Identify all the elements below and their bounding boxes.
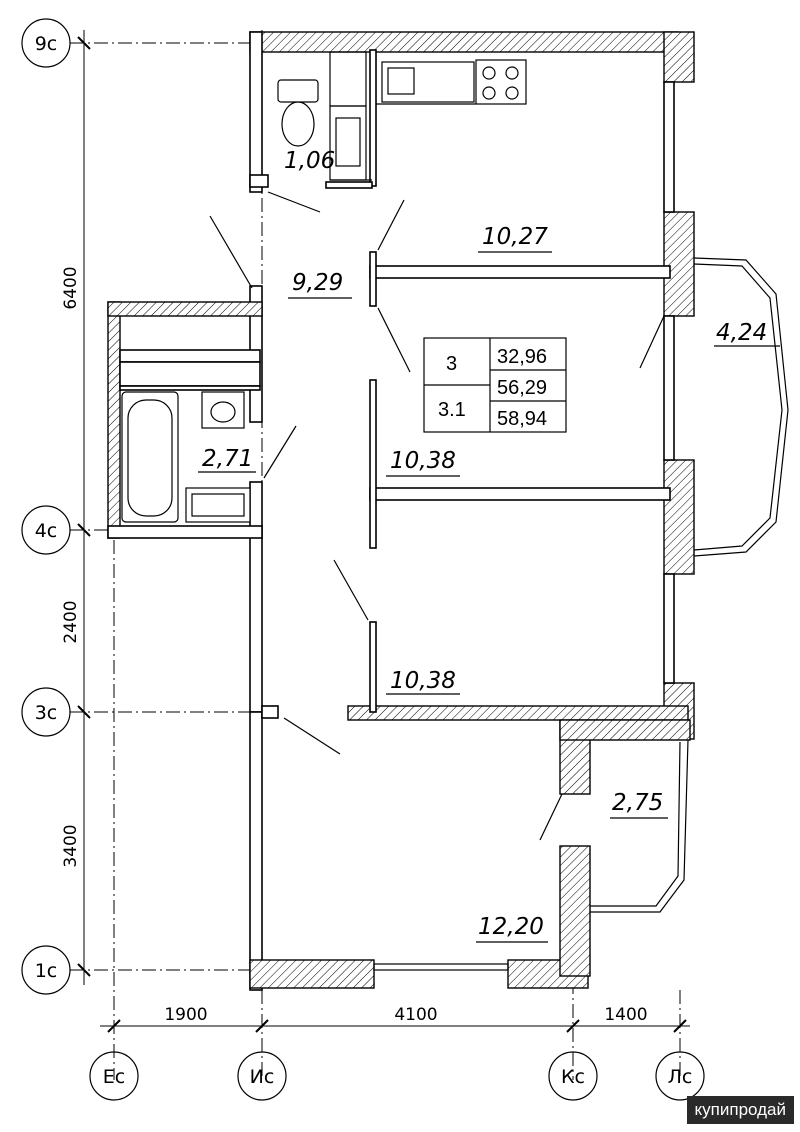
axis-row-label: 1с <box>35 960 58 982</box>
bay-loggia <box>693 257 789 557</box>
dimension-lines <box>77 30 690 1033</box>
room-area-loggia: 4,24 <box>716 320 767 346</box>
axis-row-label: 9с <box>35 33 58 55</box>
room-area-kitchen: 10,27 <box>482 224 548 250</box>
axis-col-label: Кс <box>561 1066 585 1088</box>
dim-vertical: 2400 <box>61 600 81 643</box>
walls <box>107 31 695 991</box>
table-living-area: 32,96 <box>497 346 547 368</box>
dim-horizontal: 4100 <box>394 1005 437 1025</box>
room-area-bath: 2,71 <box>202 446 253 472</box>
summary-table: 3 3.1 32,96 56,29 58,94 <box>423 337 567 433</box>
table-total-area: 58,94 <box>497 408 547 430</box>
dim-horizontal: 1900 <box>164 1005 207 1025</box>
balcony <box>590 739 689 913</box>
fixtures <box>121 51 527 523</box>
label-underlines <box>198 179 780 943</box>
col-axis-markers: Ес Ис Кс Лс <box>89 1051 705 1101</box>
room-area-mid: 10,38 <box>390 448 456 474</box>
dim-vertical: 6400 <box>61 266 81 309</box>
table-apartment-area: 56,29 <box>497 377 547 399</box>
room-area-bottom: 12,20 <box>478 914 544 940</box>
axis-col-label: Ис <box>250 1066 275 1088</box>
dim-vertical: 3400 <box>61 824 81 867</box>
room-area-hall: 9,29 <box>292 270 343 296</box>
axis-row-label: 3с <box>35 702 58 724</box>
table-rooms: 3 <box>446 353 457 375</box>
axis-row-label: 4с <box>35 520 58 542</box>
room-area-balcony: 2,75 <box>612 790 663 816</box>
axis-col-label: Лс <box>668 1066 693 1088</box>
room-area-wc: 1,06 <box>284 148 335 174</box>
room-area-lower: 10,38 <box>390 668 456 694</box>
axis-col-label: Ес <box>103 1066 125 1088</box>
table-type: 3.1 <box>438 399 466 421</box>
dim-horizontal: 1400 <box>604 1005 647 1025</box>
door-swings <box>209 191 665 841</box>
watermark: купипродай <box>686 1096 794 1124</box>
row-axis-markers: 9с 4с 3с 1с <box>21 18 71 995</box>
